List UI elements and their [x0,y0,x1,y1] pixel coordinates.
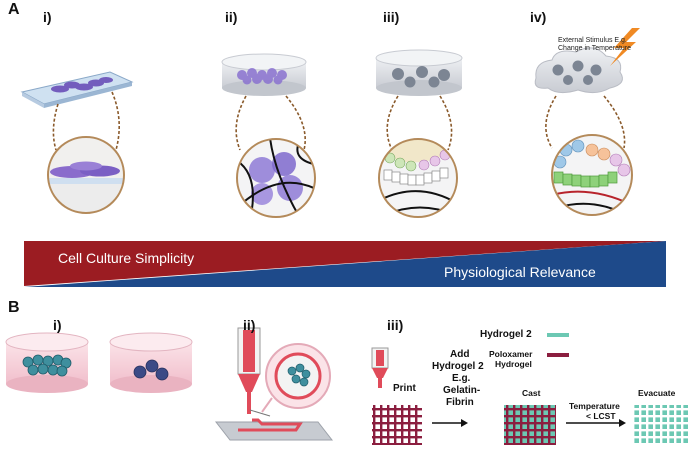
a4-zoom-line-right [603,95,626,149]
stimulus-line-1: External Stimulus E.g. [558,37,627,44]
panel-b-label: B [8,299,20,316]
a-step-1: i) [43,9,52,25]
a1-slide [20,71,134,108]
arrow-add-head [461,419,468,427]
add-line-4: Gelatin- [443,385,481,396]
banner-left-text: Cell Culture Simplicity [58,250,195,266]
a-step-3: iii) [383,9,400,25]
b3-printed-lattice [372,405,422,445]
a1-zoom-line-left [52,103,59,151]
temperature-line-2: < LCST [586,411,616,421]
a3-dish [375,49,463,96]
a4-zoom-line-left [545,95,557,149]
legend-poloxamer-label: Poloxamer [489,349,533,359]
a1-cells [51,77,113,93]
temperature-line-1: Temperature [569,401,620,411]
b2-bioprinter [214,327,334,441]
b3-cast-lattice [504,405,556,445]
arrow-temperature-head [619,419,626,427]
a1-zoom-circle [47,136,125,214]
a2-zoom-line-right [285,95,306,151]
banner-right-text: Physiological Relevance [444,264,596,280]
legend-poloxamer-label-2: Hydrogel [495,359,532,369]
add-line-5: Fibrin [446,397,474,408]
b1-dish-left [5,332,89,393]
lightning-icon [610,28,640,66]
legend-hydrogel2-label: Hydrogel 2 [480,329,532,340]
a3-zoom-circle [378,138,458,218]
b3-evacuated-lattice [634,405,688,445]
b-step-3: iii) [387,317,404,333]
a4-dish [534,47,623,94]
a-step-2: ii) [225,9,238,25]
legend-swatch-hydrogel2 [547,333,569,337]
a2-zoom-line-left [235,95,247,151]
b-step-1: i) [53,317,62,333]
a3-zoom-line-left [386,95,399,151]
a3-zoom-line-right [439,95,453,151]
a2-zoom-circle [236,138,316,218]
print-label: Print [393,383,416,394]
b-step-2: ii) [243,317,256,333]
legend-swatch-poloxamer [547,353,569,357]
stimulus-line-2: Change in Temperature [558,45,632,52]
banner-relevance [24,241,666,287]
panel-a-label: A [8,1,20,18]
add-line-1: Add [450,349,470,360]
b1-dish-right [109,332,193,393]
add-line-3: E.g. [452,373,471,384]
evacuate-label: Evacuate [638,388,676,398]
a4-zoom-circle [551,134,633,216]
a-step-4: iv) [530,9,547,25]
a2-dish [221,53,307,96]
a1-zoom-line-right [111,91,120,151]
cast-label: Cast [522,388,541,398]
banner-simplicity [24,241,666,286]
add-line-2: Hydrogel 2 [432,361,484,372]
b3-print-nozzle [371,347,389,388]
